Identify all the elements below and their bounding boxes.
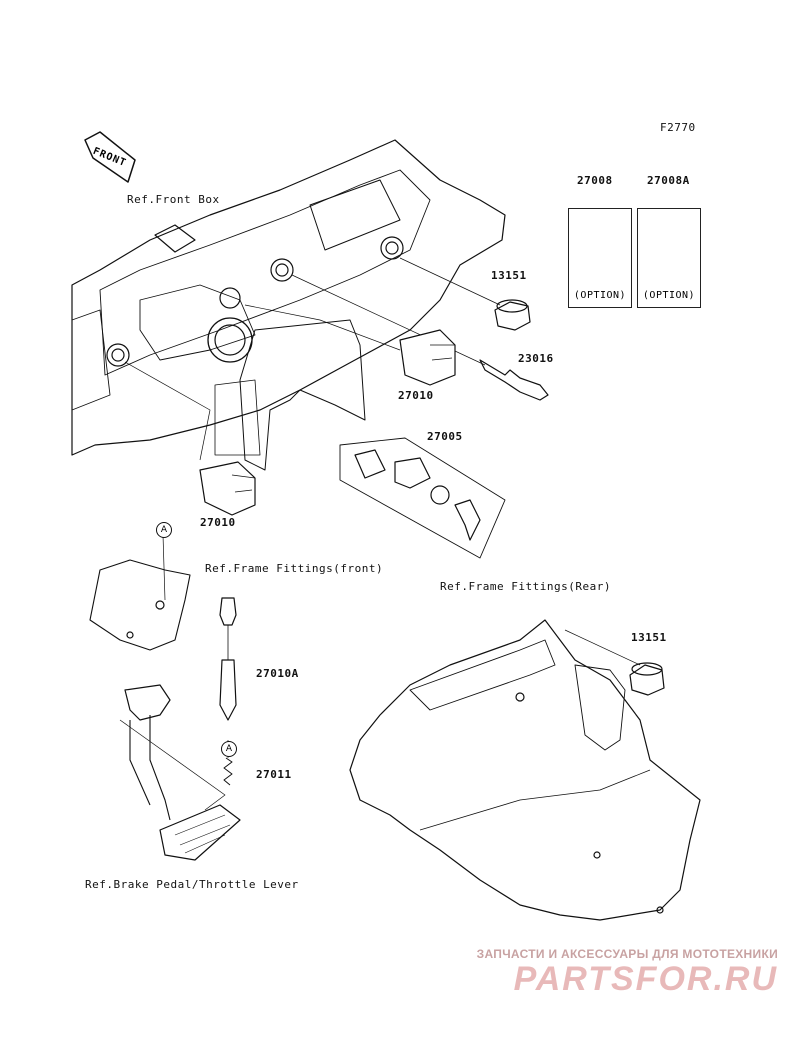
- rear-frame-body: [349, 619, 701, 921]
- watermark-logo: PARTSFOR.RU: [513, 960, 778, 998]
- ref-frame-rear: Ref.Frame Fittings(Rear): [440, 580, 611, 593]
- part-23016: 23016: [518, 352, 554, 365]
- diagram-code: F2770: [660, 121, 696, 134]
- part-27005: 27005: [427, 430, 463, 443]
- front-arrow-icon: [84, 131, 136, 183]
- watermark-tagline: ЗАПЧАСТИ И АКСЕССУАРЫ ДЛЯ МОТОТЕХНИКИ: [476, 947, 778, 961]
- part-13151-rear: 13151: [631, 631, 667, 644]
- part-27010a: 27010A: [256, 667, 299, 680]
- option-label: (OPTION): [642, 290, 696, 301]
- dashboard-panel: [71, 139, 506, 456]
- part-13151-top: 13151: [491, 269, 527, 282]
- ref-front-box: Ref.Front Box: [127, 193, 220, 206]
- option-label: (OPTION): [573, 290, 627, 301]
- part-27010-low: 27010: [200, 516, 236, 529]
- marker-a-bottom: A: [221, 741, 237, 757]
- part-27008: 27008: [577, 174, 613, 187]
- part-27008a: 27008A: [647, 174, 690, 187]
- option-box-27008: (OPTION): [568, 208, 632, 308]
- part-27011: 27011: [256, 768, 292, 781]
- marker-a-top: A: [156, 522, 172, 538]
- ref-frame-front: Ref.Frame Fittings(front): [205, 562, 384, 575]
- option-box-27008a: (OPTION): [637, 208, 701, 308]
- ref-brake-pedal: Ref.Brake Pedal/Throttle Lever: [85, 878, 299, 891]
- part-27010-mid: 27010: [398, 389, 434, 402]
